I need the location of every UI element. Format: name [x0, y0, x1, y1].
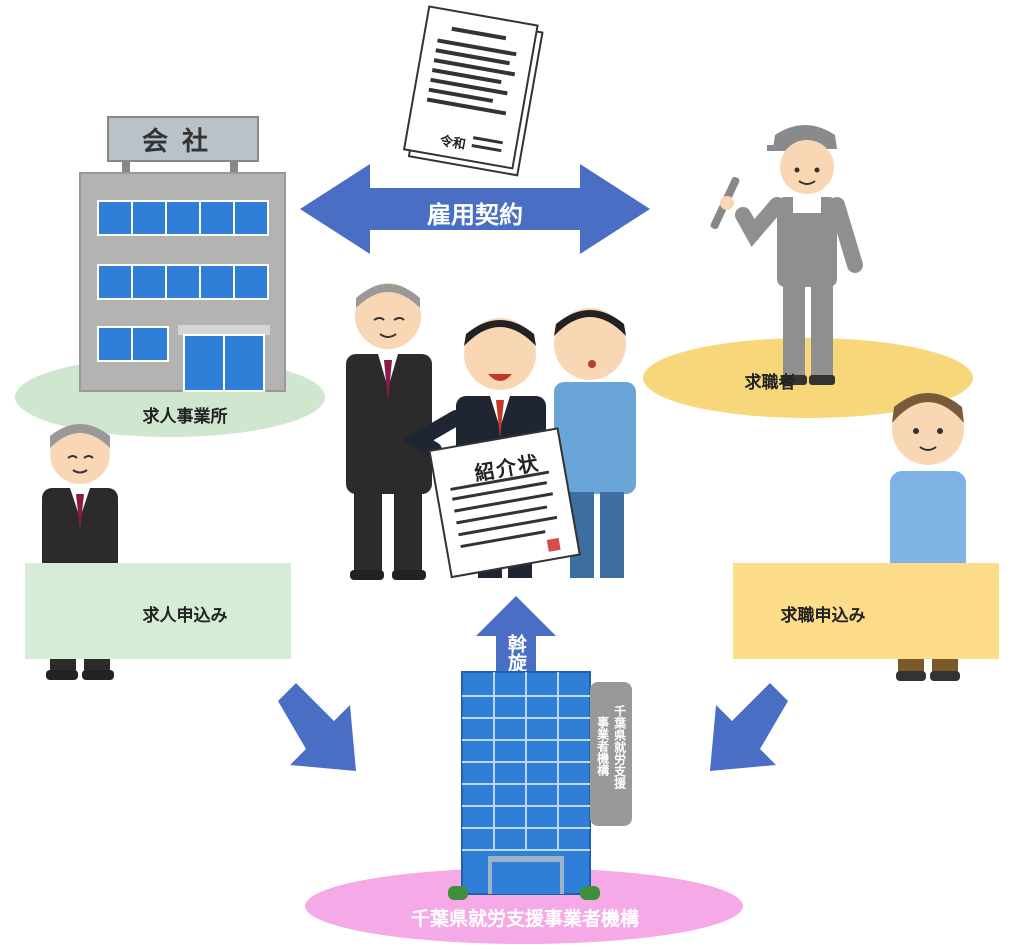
- contract-document-illustration: [402, 5, 544, 177]
- employer-application-box: [25, 563, 291, 659]
- introduction-scene-illustration: [346, 283, 636, 580]
- organization-label: 千葉県就労支援事業者機構: [410, 908, 639, 930]
- organization-building-illustration: [448, 671, 600, 900]
- seeker-application-box: [733, 563, 999, 659]
- employer-to-organization-arrow: [278, 683, 356, 771]
- mediation-arrow: [476, 596, 556, 692]
- company-building-illustration: [79, 116, 286, 392]
- mediation-label: 斡旋: [504, 634, 527, 672]
- organization-sign-board: [590, 682, 632, 826]
- worker-illustration: [710, 125, 863, 385]
- seeker-application-label: 求職申込み: [780, 606, 866, 626]
- employer-application-label: 求人申込み: [142, 606, 228, 626]
- employment-contract-label: 雇用契約: [427, 201, 523, 229]
- employment-contract-arrow: [300, 164, 650, 254]
- job-seeker-label: 求職者: [744, 373, 796, 393]
- organization-sign-line2: 事業者機構: [595, 716, 610, 776]
- organization-sign-line1: 千葉県就労支援: [612, 705, 627, 789]
- seeker-to-organization-arrow: [710, 683, 788, 771]
- employer-label: 求人事業所: [142, 407, 228, 427]
- company-sign-text: 会社: [141, 127, 222, 157]
